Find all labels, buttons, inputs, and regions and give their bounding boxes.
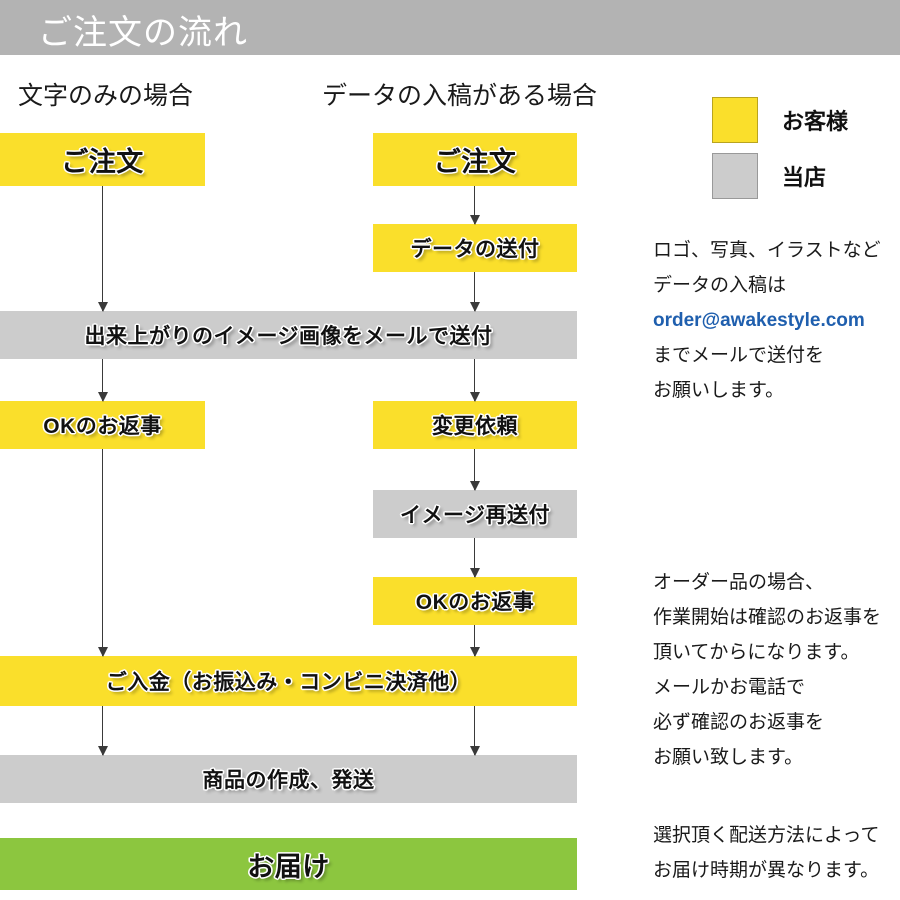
arrow-head-icon [469, 647, 480, 657]
arrow-head-icon [469, 746, 480, 756]
flow-box-label: ご入金（お振込み・コンビニ決済他） [105, 671, 472, 694]
arrow-change-to-resend [469, 449, 480, 491]
note-line: お届け時期が異なります。 [653, 860, 880, 881]
flow-box-order-right: ご注文 [373, 133, 577, 186]
arrow-head-icon [469, 302, 480, 312]
flow-box-label: 出来上がりのイメージ画像をメールで送付 [84, 325, 493, 348]
flow-box-image-resend: イメージ再送付 [373, 490, 577, 538]
email-address-link[interactable]: order@awakestyle.com [653, 310, 865, 331]
page-title: ご注文の流れ [38, 14, 248, 52]
flow-box-label: お届け [247, 851, 330, 882]
note-line: オーダー品の場合、 [653, 572, 825, 593]
note-line: データの入稿は [653, 275, 787, 296]
arrow-order-to-image [97, 186, 108, 312]
arrow-resend-to-ok-right [469, 538, 480, 578]
arrow-image-to-change-request [469, 359, 480, 402]
arrow-image-to-ok-left [97, 359, 108, 402]
flow-box-order-left: ご注文 [0, 133, 205, 186]
note-line: お願いします。 [653, 380, 785, 401]
flow-box-ok-reply-right: OKのお返事 [373, 577, 577, 625]
flow-box-label: 変更依頼 [432, 415, 518, 438]
arrow-head-icon [97, 647, 108, 657]
arrow-head-icon [469, 481, 480, 491]
flow-box-send-image-mail: 出来上がりのイメージ画像をメールで送付 [0, 311, 577, 359]
flow-box-change-request: 変更依頼 [373, 401, 577, 449]
header-bar [0, 0, 900, 55]
note-order-confirmation: オーダー品の場合、 作業開始は確認のお返事を 頂いてからになります。 メールかお… [653, 565, 881, 775]
note-line: 選択頂く配送方法によって [653, 825, 880, 846]
flow-box-label: OKのお返事 [415, 591, 535, 614]
note-line: 作業開始は確認のお返事を [653, 607, 882, 628]
flow-box-ok-reply-left: OKのお返事 [0, 401, 205, 449]
legend-item-customer: お客様 [712, 97, 848, 143]
gray-swatch-icon [712, 153, 758, 199]
arrow-ok-right-to-payment [469, 625, 480, 657]
arrow-head-icon [97, 746, 108, 756]
legend-label-customer: お客様 [782, 109, 849, 134]
note-line: ロゴ、写真、イラストなど [653, 240, 881, 261]
flow-box-label: イメージ再送付 [399, 504, 551, 527]
flow-box-send-data: データの送付 [373, 224, 577, 272]
flow-box-label: ご注文 [61, 147, 144, 177]
flow-box-label: OKのお返事 [43, 415, 162, 438]
column-heading-with-data: データの入稿がある場合 [322, 82, 598, 110]
note-shipping: 選択頂く配送方法によって お届け時期が異なります。 [653, 818, 879, 888]
flow-box-label: 商品の作成、発送 [202, 769, 375, 792]
arrow-ok-to-payment [97, 449, 108, 657]
note-line: 必ず確認のお返事を [653, 712, 825, 733]
legend-label-shop: 当店 [782, 165, 827, 190]
arrow-head-icon [469, 392, 480, 402]
yellow-swatch-icon [712, 97, 758, 143]
flow-box-payment: ご入金（お振込み・コンビニ決済他） [0, 656, 577, 706]
arrow-head-icon [97, 302, 108, 312]
note-line: 頂いてからになります。 [653, 642, 860, 663]
arrow-send-data-to-image [469, 272, 480, 312]
column-heading-text-only: 文字のみの場合 [18, 82, 194, 110]
flow-box-label: データの送付 [410, 238, 540, 261]
arrow-order-to-send-data [469, 186, 480, 225]
arrow-payment-to-ship-left [97, 706, 108, 756]
arrow-head-icon [97, 392, 108, 402]
note-line: までメールで送付を [653, 345, 825, 366]
legend-item-shop: 当店 [712, 153, 826, 199]
note-line: お願い致します。 [653, 747, 804, 768]
flow-box-delivery: お届け [0, 838, 577, 890]
arrow-payment-to-ship-right [469, 706, 480, 756]
arrow-head-icon [469, 568, 480, 578]
flow-box-make-and-ship: 商品の作成、発送 [0, 755, 577, 803]
note-data-submission: ロゴ、写真、イラストなど データの入稿は order@awakestyle.co… [653, 233, 881, 408]
note-line: メールかお電話で [653, 677, 806, 698]
arrow-head-icon [469, 215, 480, 225]
flow-box-label: ご注文 [433, 147, 517, 177]
